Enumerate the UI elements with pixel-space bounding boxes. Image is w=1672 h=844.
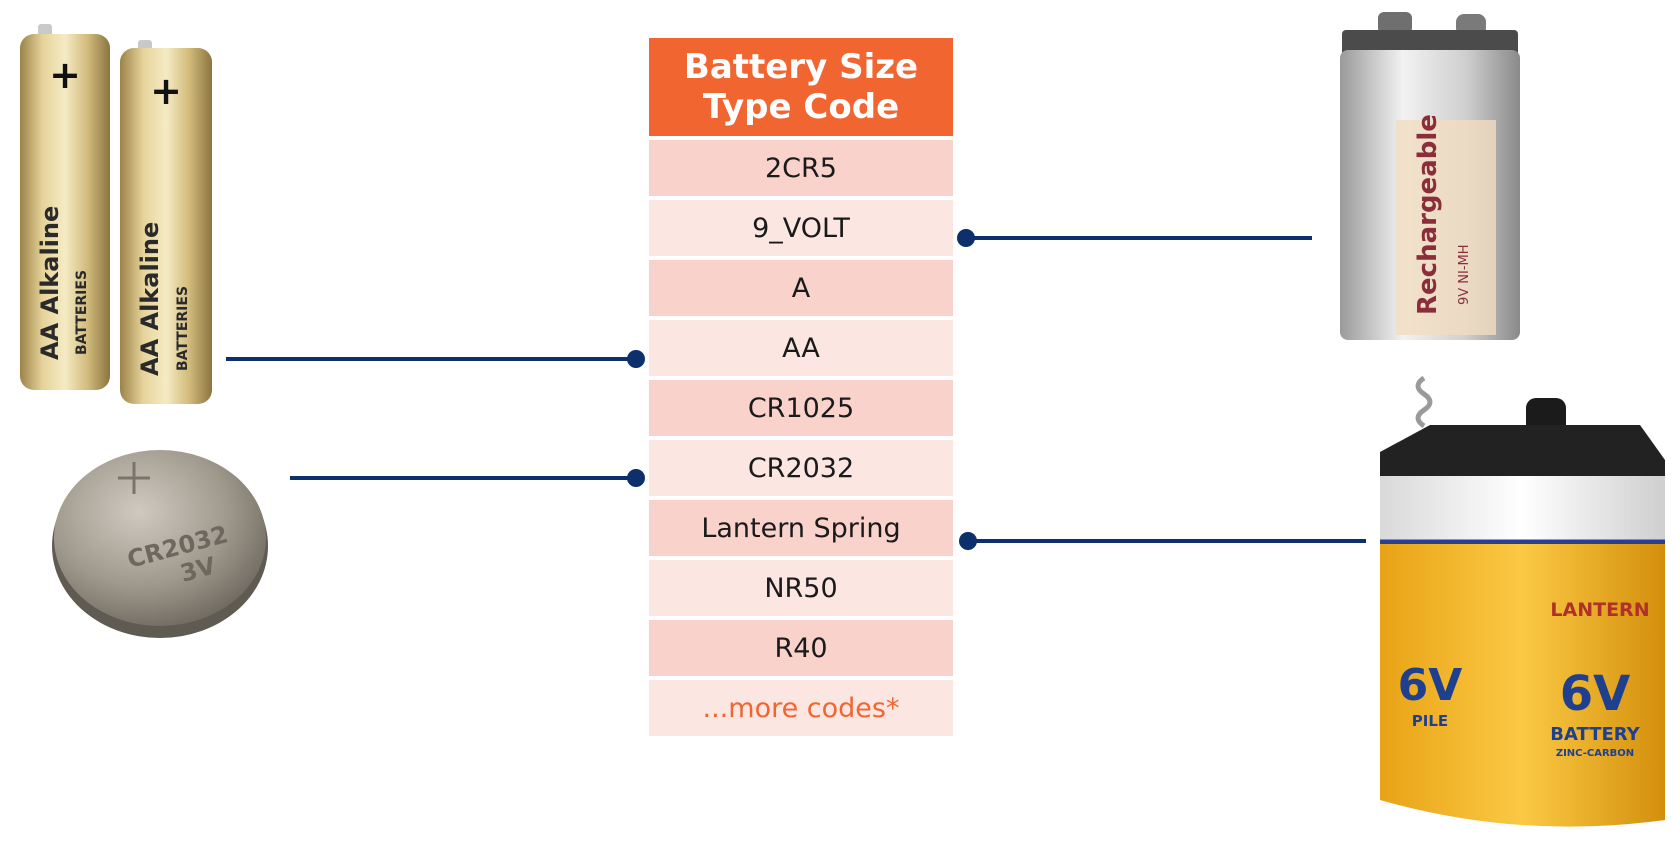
connector-dot <box>627 350 645 368</box>
coin-cell-battery-image: CR2032 3V <box>52 450 268 638</box>
aa-battery-sub: BATTERIES <box>175 286 191 371</box>
table-row: Lantern Spring <box>649 500 953 556</box>
table-row: AA <box>649 320 953 376</box>
connector-lantern <box>959 532 1366 550</box>
nine-volt-battery-image: Rechargeable 9V NI-MH <box>1340 12 1520 340</box>
connector-aa <box>226 350 645 368</box>
aa-battery-label: AA Alkaline <box>36 206 64 360</box>
connector-9volt <box>957 229 1312 247</box>
table-row: A <box>649 260 953 316</box>
lantern-voltage: 6V <box>1560 666 1631 722</box>
aa-battery-label: AA Alkaline <box>136 222 164 376</box>
battery-code-table: Battery Size Type Code 2CR5 9_VOLT A AA … <box>649 38 953 736</box>
plus-icon: + <box>150 69 182 113</box>
connector-cr2032 <box>290 469 645 487</box>
lantern-sub-battery: BATTERY <box>1550 724 1640 745</box>
header-line-2: Type Code <box>702 87 900 127</box>
table-row: NR50 <box>649 560 953 616</box>
connector-dot <box>959 532 977 550</box>
plus-icon: + <box>49 53 81 97</box>
aa-battery-image: + AA Alkaline BATTERIES <box>20 24 110 390</box>
nine-volt-label: Rechargeable <box>1413 114 1443 315</box>
connector-dot <box>957 229 975 247</box>
lantern-sub-pile: PILE <box>1412 712 1448 730</box>
table-row: 9_VOLT <box>649 200 953 256</box>
aa-battery-sub: BATTERIES <box>74 270 90 355</box>
lantern-brand: LANTERN <box>1550 599 1649 621</box>
lantern-sub-zinc: ZINC-CARBON <box>1556 748 1634 759</box>
table-row: 2CR5 <box>649 140 953 196</box>
table-row: R40 <box>649 620 953 676</box>
connector-dot <box>627 469 645 487</box>
table-row: CR1025 <box>649 380 953 436</box>
table-row: CR2032 <box>649 440 953 496</box>
table-header: Battery Size Type Code <box>649 38 953 136</box>
lantern-voltage: 6V <box>1398 660 1463 711</box>
lantern-battery-image: LANTERN 6V PILE 6V BATTERY ZINC-CARBON <box>1380 375 1665 827</box>
more-codes-row: ...more codes* <box>649 680 953 736</box>
nine-volt-sub: 9V NI-MH <box>1457 244 1472 305</box>
aa-battery-image: + AA Alkaline BATTERIES <box>120 40 212 404</box>
header-line-1: Battery Size <box>683 47 919 87</box>
